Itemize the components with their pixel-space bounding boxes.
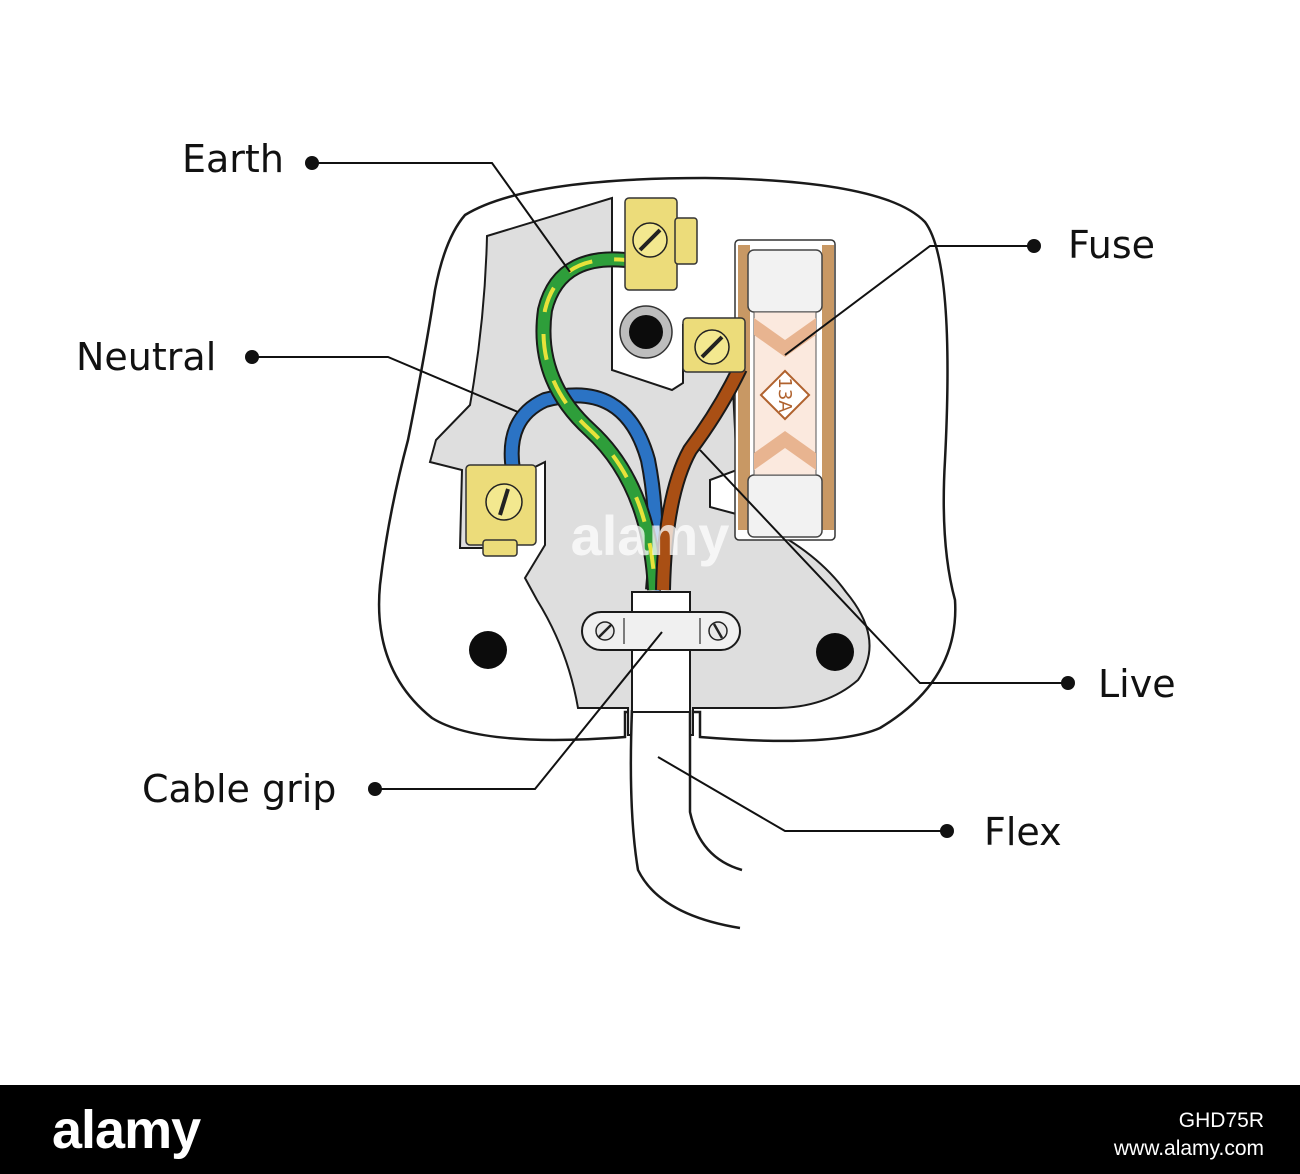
- cable-grip: [581, 611, 741, 651]
- earth-pin-hole-centre: [629, 315, 663, 349]
- fuse-rating: 13A: [774, 377, 795, 413]
- right-fixing-hole: [816, 633, 854, 671]
- label-flex: Flex: [984, 810, 1062, 854]
- live-terminal: [682, 317, 746, 373]
- leader-neutral: [245, 350, 519, 413]
- label-earth: Earth: [182, 137, 284, 181]
- leader-live: [699, 449, 1075, 690]
- leader-flex: [657, 756, 954, 838]
- fuse: 13A: [734, 239, 836, 541]
- label-neutral: Neutral: [76, 335, 216, 379]
- label-live: Live: [1098, 662, 1176, 706]
- site-url: www.alamy.com: [1113, 1137, 1264, 1160]
- leader-earth: [305, 156, 571, 273]
- left-fixing-hole: [469, 631, 507, 669]
- alamy-logo: alamy: [52, 1100, 201, 1160]
- neutral-terminal: [465, 464, 537, 557]
- leader-cable-grip: [368, 631, 663, 796]
- earth-wire: [535, 251, 663, 591]
- neutral-wire: [503, 387, 664, 591]
- footer-bar: alamy GHD75R www.alamy.com: [0, 1085, 1300, 1174]
- image-credit: GHD75R www.alamy.com: [1114, 1107, 1264, 1163]
- leader-fuse: [784, 239, 1041, 356]
- label-cable-grip: Cable grip: [142, 767, 336, 811]
- label-fuse: Fuse: [1068, 223, 1155, 267]
- earth-terminal: [624, 197, 698, 291]
- live-wire: [655, 364, 748, 591]
- uk-plug-wiring-diagram: 13A: [76, 137, 1176, 930]
- image-code: GHD75R: [1178, 1109, 1264, 1132]
- watermark: alamy: [571, 504, 730, 567]
